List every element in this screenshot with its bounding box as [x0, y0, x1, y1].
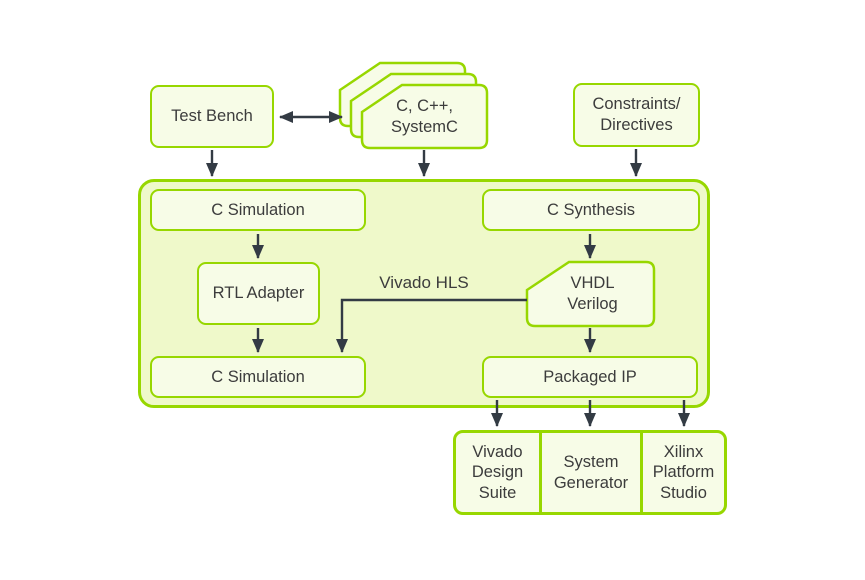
node-vhdl-verilog-label: VHDL Verilog: [567, 274, 618, 313]
node-vivado-design-suite: Vivado Design Suite: [456, 433, 539, 512]
node-vhdl-verilog: VHDL Verilog: [531, 262, 654, 326]
node-packaged-ip: Packaged IP: [482, 356, 698, 398]
node-source-files: C, C++, SystemC: [362, 85, 487, 148]
vivado-hls-label-text: Vivado HLS: [379, 273, 469, 292]
target-tools-row: Vivado Design Suite System Generator Xil…: [453, 430, 727, 515]
node-test-bench-label: Test Bench: [171, 107, 253, 126]
node-system-generator-label: System Generator: [553, 453, 629, 492]
node-c-simulation-bottom: C Simulation: [150, 356, 366, 398]
node-constraints-directives-label: Constraints/ Directives: [592, 95, 681, 134]
node-c-simulation-top-label: C Simulation: [211, 200, 305, 219]
node-test-bench: Test Bench: [150, 85, 274, 148]
node-c-simulation-bottom-label: C Simulation: [211, 367, 305, 386]
node-xilinx-platform-studio: Xilinx Platform Studio: [640, 433, 724, 512]
node-xilinx-platform-studio-label: Xilinx Platform Studio: [652, 443, 715, 502]
node-system-generator: System Generator: [539, 433, 640, 512]
node-rtl-adapter: RTL Adapter: [197, 262, 320, 325]
node-c-synthesis-label: C Synthesis: [546, 200, 636, 219]
node-c-simulation-top: C Simulation: [150, 189, 366, 231]
node-c-synthesis: C Synthesis: [482, 189, 700, 231]
node-constraints-directives: Constraints/ Directives: [573, 83, 700, 147]
vivado-hls-container-label: Vivado HLS: [354, 271, 494, 295]
node-vivado-design-suite-label: Vivado Design Suite: [471, 443, 524, 502]
node-source-files-label: C, C++, SystemC: [391, 96, 458, 136]
node-packaged-ip-label: Packaged IP: [543, 367, 637, 386]
node-rtl-adapter-label: RTL Adapter: [212, 284, 305, 303]
